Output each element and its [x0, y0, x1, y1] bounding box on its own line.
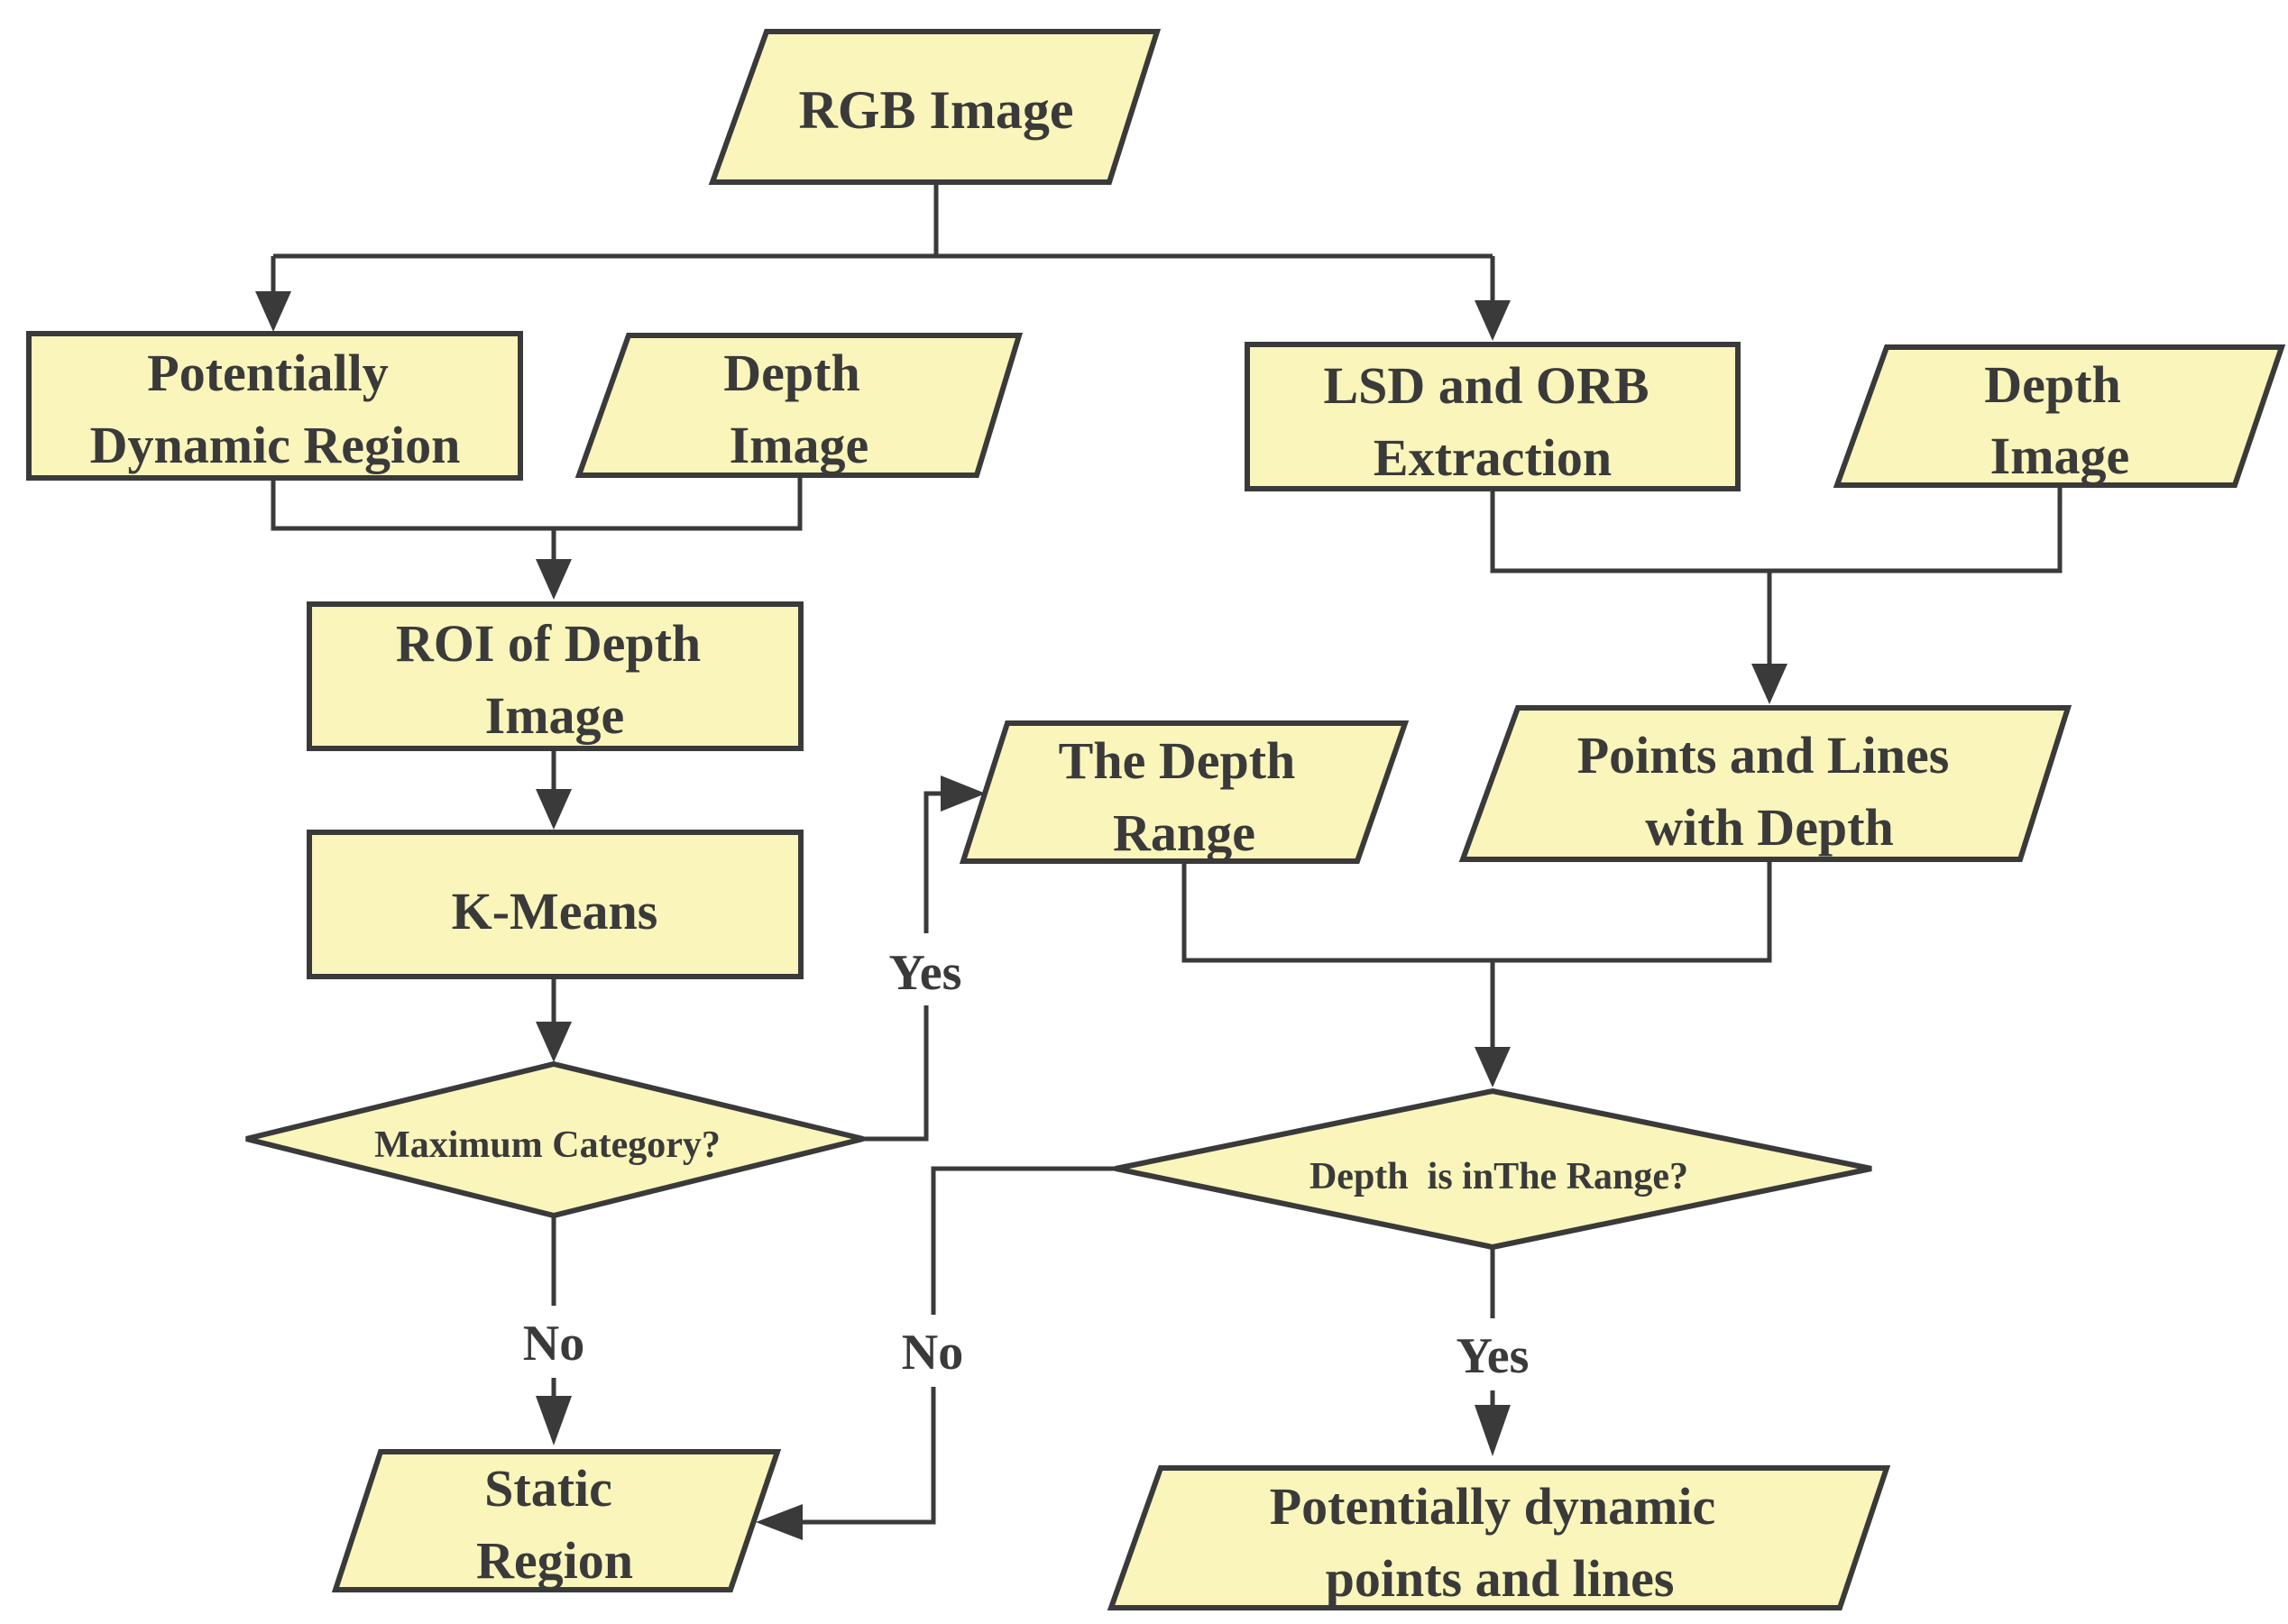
parallelogram-shape — [1833, 344, 2286, 488]
node-label-line2: Region — [476, 1531, 633, 1590]
edge-rgb-split — [273, 184, 1493, 259]
node-depth-image-right: Depth Image — [1833, 344, 2286, 488]
edge-label-max-yes: Yes — [889, 945, 962, 1001]
parallelogram-shape — [1107, 1465, 1891, 1610]
parallelogram-shape — [574, 333, 1024, 478]
node-points-lines-depth: Points and Lines with Depth — [1458, 705, 2072, 862]
node-depth-in-range: Depth is inThe Range? — [1115, 1087, 1872, 1251]
decision-shape — [245, 1060, 864, 1219]
node-rgb-image: RGB Image — [708, 29, 1162, 185]
label-bg-range-yes — [1447, 1318, 1538, 1390]
node-lsd-orb-extraction: LSD and ORB Extraction — [1245, 342, 1741, 491]
node-label-line1: ROI of Depth — [396, 614, 701, 673]
parallelogram-shape — [708, 29, 1162, 185]
arrowhead-static-region-right — [756, 1504, 803, 1540]
decision-shape — [1115, 1087, 1872, 1251]
edge-left-merge — [271, 476, 803, 561]
node-label-line2: Image — [485, 686, 625, 745]
node-static-region: Static Region — [331, 1449, 782, 1592]
node-label: RGB Image — [799, 80, 1074, 140]
process-shape — [307, 830, 804, 979]
label-bg-max-no — [514, 1306, 593, 1378]
edge-label-range-yes: Yes — [1456, 1328, 1530, 1384]
node-label-line2: points and lines — [1326, 1549, 1675, 1608]
node-depth-range: The Depth Range — [959, 720, 1410, 864]
node-label-line2: with Depth — [1645, 798, 1894, 857]
arrowhead-depth-in-range — [1475, 1047, 1511, 1087]
label-bg-max-yes — [884, 933, 967, 1005]
node-label-line1: Depth — [723, 344, 859, 402]
process-shape — [1245, 342, 1741, 491]
edge-label-range-no: No — [902, 1325, 963, 1381]
node-label: Depth is inThe Range? — [1309, 1156, 1688, 1197]
arrowhead-kmeans — [536, 789, 572, 830]
arrowhead-roi — [536, 559, 572, 600]
node-label-line2: Dynamic Region — [90, 416, 461, 474]
process-shape — [26, 331, 523, 481]
parallelogram-shape — [331, 1449, 782, 1592]
arrowhead-static-region — [536, 1396, 572, 1445]
node-label-line1: Potentially — [147, 344, 388, 402]
node-depth-image-left: Depth Image — [574, 333, 1024, 478]
node-k-means: K-Means — [307, 830, 804, 979]
arrowhead-maxcat — [536, 1022, 572, 1062]
node-label-line1: Static — [484, 1459, 612, 1518]
arrowhead-depth-range — [941, 775, 986, 812]
node-label: Maximum Category? — [374, 1124, 721, 1166]
process-shape — [307, 601, 804, 751]
edge-labels: Yes No No Yes — [514, 933, 1538, 1390]
node-potentially-dynamic-points: Potentially dynamic points and lines — [1107, 1465, 1891, 1610]
node-label-line1: LSD and ORB — [1323, 356, 1649, 415]
node-label-line2: Range — [1113, 803, 1255, 862]
arrowhead-potentially-dynamic-points — [1475, 1405, 1511, 1456]
node-potentially-dynamic-region: Potentially Dynamic Region — [26, 331, 523, 481]
node-maximum-category: Maximum Category? — [245, 1060, 864, 1219]
node-label-line1: The Depth — [1059, 731, 1296, 790]
node-label-line1: Depth — [1984, 355, 2120, 414]
edge-right-merge — [1490, 487, 2063, 665]
node-label-line1: Points and Lines — [1577, 726, 1950, 784]
edge-label-max-no: No — [523, 1316, 584, 1372]
node-label: K-Means — [452, 882, 658, 940]
node-label-line2: Extraction — [1374, 428, 1612, 487]
arrowhead-points-lines — [1751, 664, 1787, 704]
edge-bottom-merge — [1181, 862, 1772, 1049]
node-label-line1: Potentially dynamic — [1270, 1477, 1716, 1536]
parallelogram-shape — [1458, 705, 2072, 862]
arrowhead-potentially-dynamic-region — [255, 291, 291, 332]
node-roi-depth-image: ROI of Depth Image — [307, 601, 804, 751]
arrowhead-lsd-orb — [1475, 300, 1511, 341]
label-bg-range-no — [893, 1315, 974, 1387]
parallelogram-shape — [959, 720, 1410, 864]
node-label-line2: Image — [1990, 427, 2130, 485]
node-label-line2: Image — [730, 416, 869, 474]
